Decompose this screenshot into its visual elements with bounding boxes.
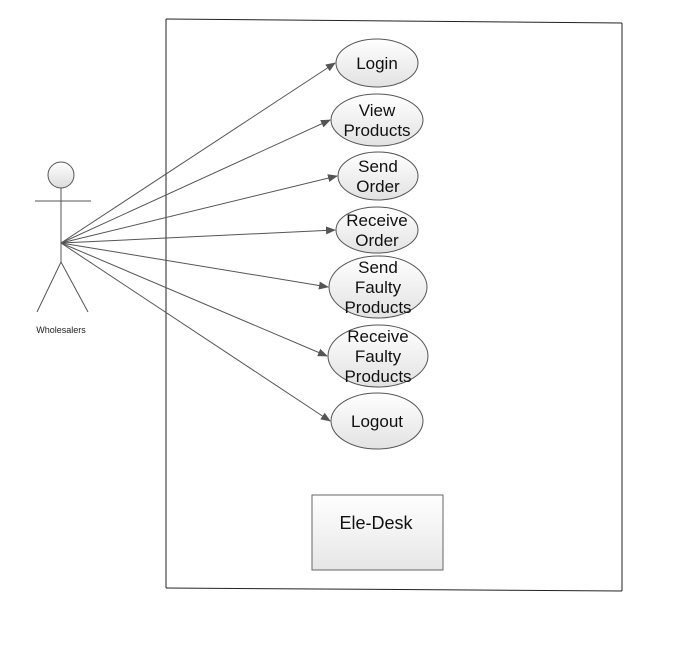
use-case-ellipse — [335, 206, 419, 254]
association-send-faulty-products — [60, 242, 329, 290]
association-logout — [60, 242, 331, 422]
use-case-ellipse — [330, 392, 424, 450]
use-case-label-line: Send — [358, 258, 398, 277]
association-receive-faulty-products — [60, 242, 328, 357]
use-case-ellipse — [328, 255, 428, 319]
association-login — [60, 62, 336, 244]
actor-label: Wholesalers — [36, 325, 86, 335]
use-case-login[interactable]: Login — [335, 38, 419, 88]
use-case-label-line: Faulty — [355, 347, 402, 366]
use-cases: LoginViewProductsSendOrderReceiveOrderSe… — [327, 38, 429, 450]
system-name-label: Ele-Desk — [339, 513, 413, 533]
use-case-label-line: Order — [355, 231, 399, 250]
actor-wholesalers[interactable]: Wholesalers — [35, 161, 91, 335]
use-case-label-line: Receive — [347, 327, 408, 346]
association-send-order — [60, 174, 338, 244]
use-case-label-line: Logout — [351, 412, 403, 431]
actor-right-leg — [60, 261, 89, 313]
use-case-label-line: View — [359, 101, 396, 120]
system-name-box: Ele-Desk — [311, 494, 444, 571]
use-case-ellipse — [327, 324, 429, 388]
use-case-ellipse — [337, 151, 419, 201]
use-case-logout[interactable]: Logout — [330, 392, 424, 450]
system-name-rect — [311, 494, 444, 571]
use-case-label-line: Receive — [346, 211, 407, 230]
actor-head — [47, 161, 75, 189]
association-receive-order — [60, 226, 336, 244]
use-case-label-line: Login — [356, 54, 398, 73]
use-case-label-line: Order — [356, 177, 400, 196]
use-case-ellipse — [335, 38, 419, 88]
use-case-ellipse — [330, 93, 424, 147]
association-lines — [60, 62, 338, 422]
use-case-label-line: Products — [343, 121, 410, 140]
use-case-label-line: Send — [358, 157, 398, 176]
use-case-label-line: Products — [344, 298, 411, 317]
association-view-products — [60, 119, 331, 244]
use-case-label-line: Products — [344, 367, 411, 386]
use-case-label-line: Faulty — [355, 278, 402, 297]
system-boundary — [165, 18, 623, 592]
actor-left-leg — [36, 261, 62, 313]
